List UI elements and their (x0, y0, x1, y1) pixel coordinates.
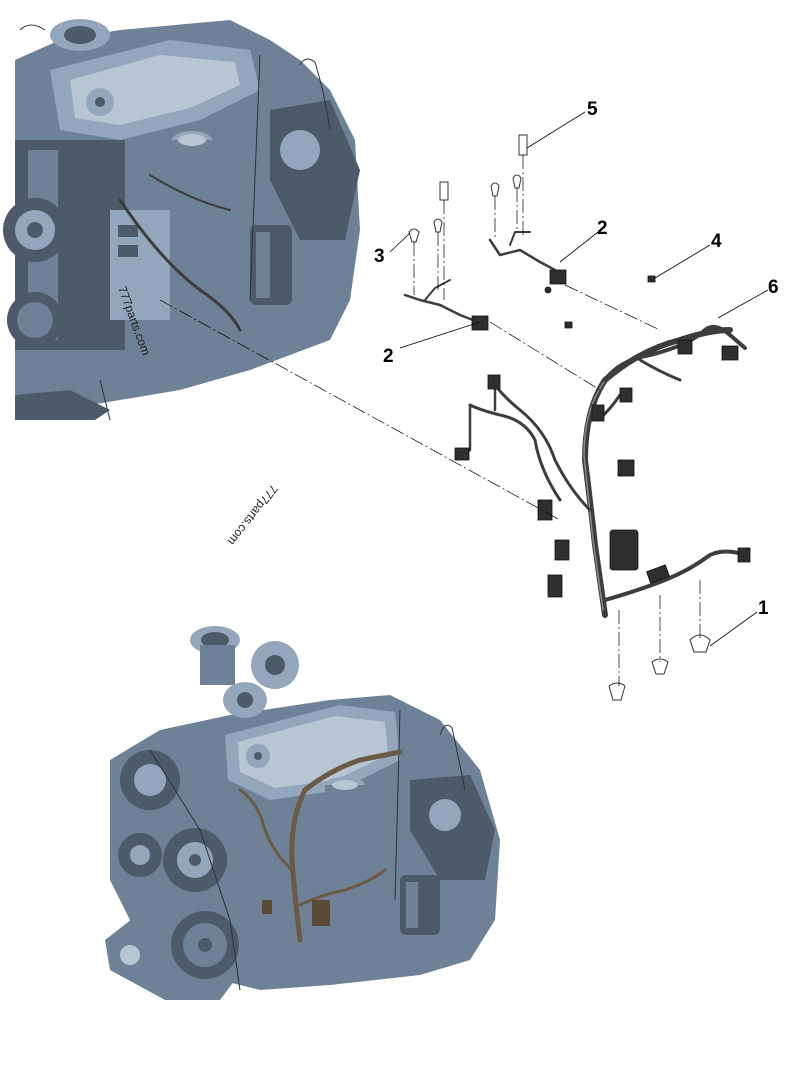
clip-icon (408, 134, 528, 243)
callout-1: 1 (758, 598, 769, 619)
callout-2-lower: 2 (383, 346, 394, 367)
callout-3: 3 (374, 246, 385, 267)
engine-bottom-illustration (105, 626, 500, 1000)
callout-2-upper: 2 (597, 218, 608, 239)
callout-4: 4 (711, 231, 722, 252)
callout-6: 6 (768, 277, 779, 298)
wiring-harness-illustration (159, 134, 751, 701)
callout-5: 5 (587, 99, 598, 120)
watermark-center: 777parts.com (225, 482, 281, 548)
engine-top-illustration (3, 19, 360, 421)
